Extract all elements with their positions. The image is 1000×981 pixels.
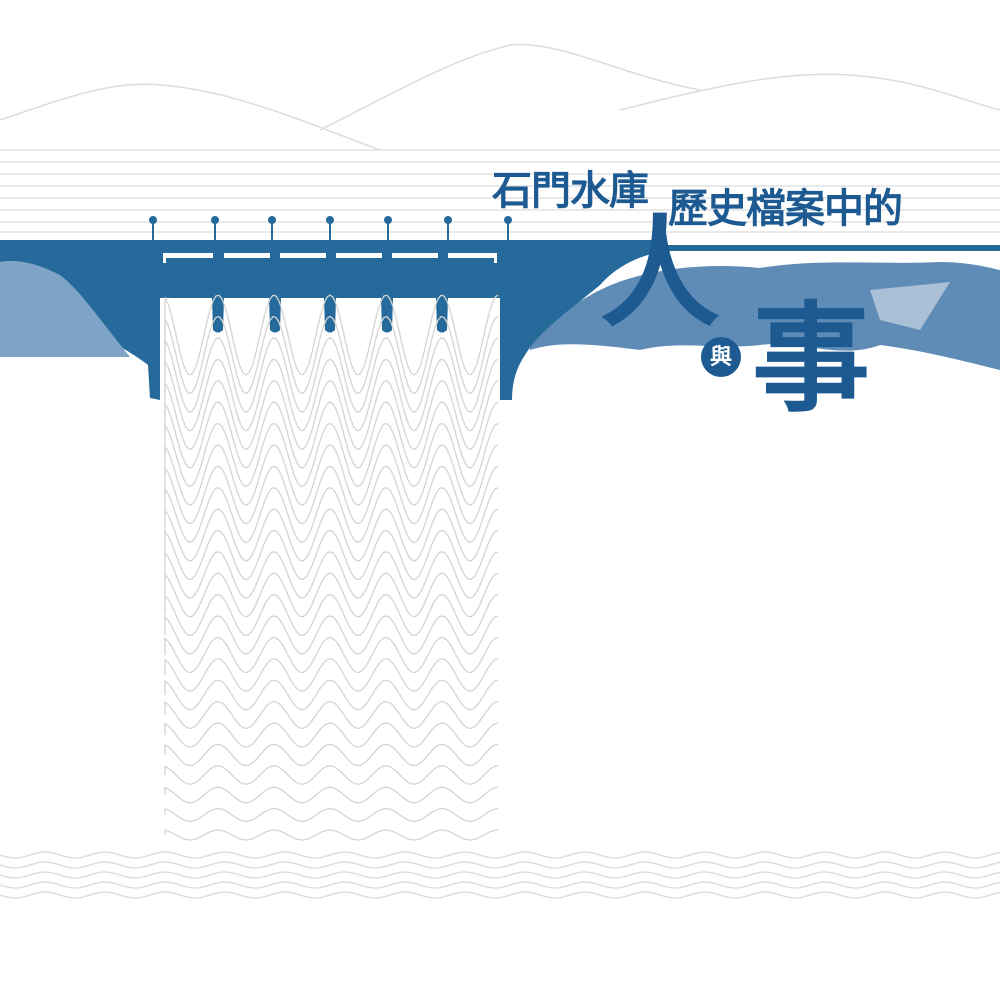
river-waves: [0, 851, 1000, 899]
title-line-2: 歷史檔案中的: [668, 186, 903, 232]
title-and-badge: 與: [701, 337, 741, 377]
railing-posts: [149, 216, 512, 240]
mountain-outline: [0, 43, 1000, 151]
title-person: 人: [600, 203, 720, 344]
rock-image-left: [0, 260, 130, 357]
distant-dam-image: [870, 282, 950, 330]
spillway-piers: [212, 298, 448, 333]
gate-dashed-line: [163, 253, 497, 263]
title-matter: 事: [752, 289, 871, 428]
spillway-gate-block: [160, 262, 500, 298]
waterfall-waves: [164, 294, 499, 841]
background-lines: [0, 149, 1000, 233]
title-line-1: 石門水庫: [492, 168, 649, 214]
